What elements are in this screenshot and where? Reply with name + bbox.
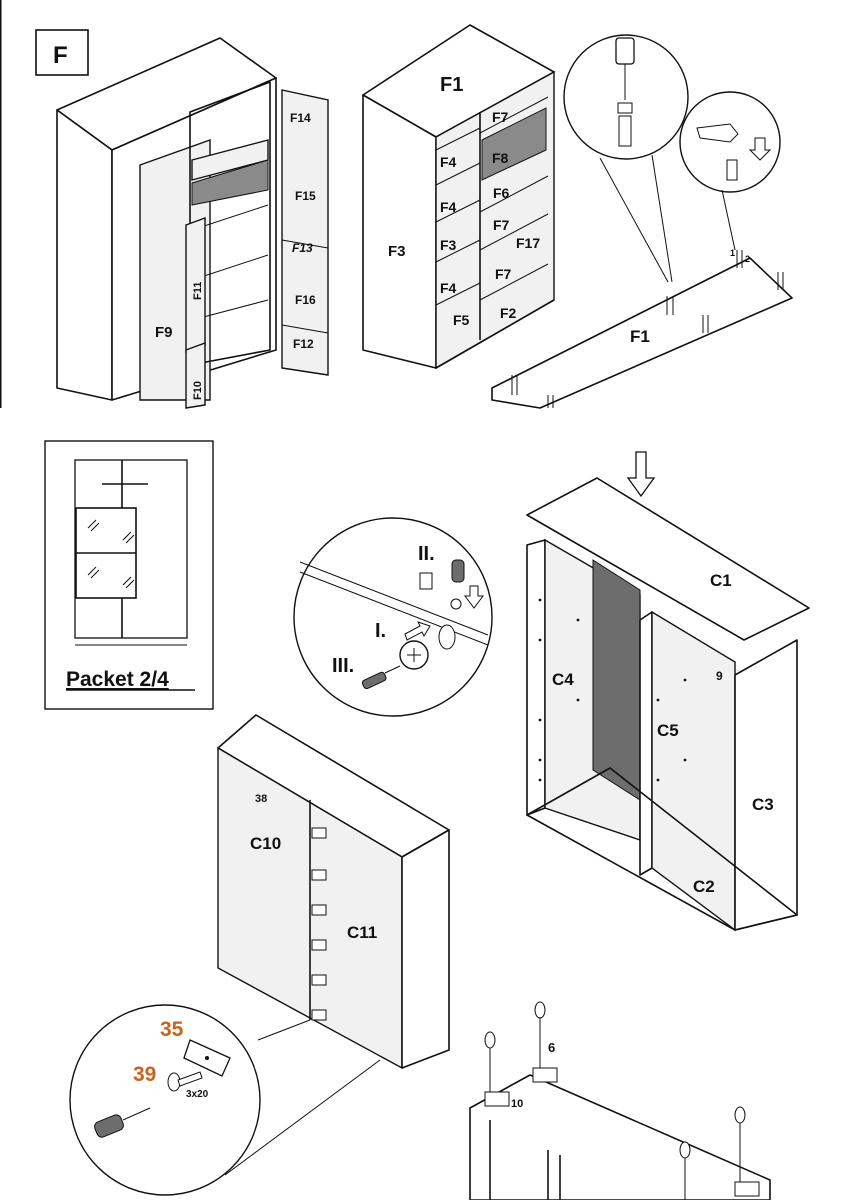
step-i: I. bbox=[375, 620, 386, 642]
dowel-number-1: 1 bbox=[730, 248, 735, 258]
label-f6: F6 bbox=[493, 185, 510, 201]
open-cabinet-illustration bbox=[56, 37, 329, 409]
label-f4-b: F4 bbox=[440, 199, 457, 215]
cam-lock-detail bbox=[293, 517, 493, 717]
label-9: 9 bbox=[716, 669, 723, 683]
label-f3-shelf: F3 bbox=[440, 237, 457, 253]
label-f9: F9 bbox=[155, 324, 173, 341]
label-c2: C2 bbox=[693, 877, 715, 896]
label-f7-top: F7 bbox=[492, 109, 509, 125]
step-ii: II. bbox=[418, 543, 435, 565]
label-f13: F13 bbox=[292, 241, 313, 255]
label-f16: F16 bbox=[295, 293, 316, 307]
step-iii: III. bbox=[332, 655, 354, 677]
label-c5: C5 bbox=[657, 721, 679, 740]
label-c3: C3 bbox=[752, 795, 774, 814]
doors-illustration bbox=[217, 714, 450, 1070]
label-c4: C4 bbox=[552, 670, 574, 689]
label-f10: F10 bbox=[192, 381, 204, 400]
label-f3-side: F3 bbox=[388, 243, 406, 260]
shelving-unit-illustration bbox=[362, 24, 555, 370]
step-label: F bbox=[53, 42, 68, 69]
label-f1-unit: F1 bbox=[440, 74, 463, 96]
part-39: 39 bbox=[133, 1063, 156, 1086]
top-panel-illustration bbox=[491, 34, 793, 409]
handle-hardware-detail bbox=[69, 1004, 381, 1196]
dowel-number-2: 2 bbox=[745, 254, 750, 264]
screw-size: 3x20 bbox=[186, 1089, 209, 1100]
label-f15: F15 bbox=[295, 189, 316, 203]
label-38: 38 bbox=[255, 793, 267, 805]
dowel-marks bbox=[511, 250, 784, 408]
label-6: 6 bbox=[548, 1040, 555, 1055]
label-f4-c: F4 bbox=[440, 280, 457, 296]
label-f7-mid: F7 bbox=[493, 217, 510, 233]
step-label-box: F bbox=[35, 29, 89, 76]
door-hinges bbox=[311, 827, 327, 1021]
part-35: 35 bbox=[160, 1018, 184, 1041]
label-c11: C11 bbox=[347, 923, 377, 942]
label-f17: F17 bbox=[516, 235, 540, 251]
carcass-illustration bbox=[526, 451, 810, 932]
label-f8: F8 bbox=[492, 150, 509, 166]
label-f5: F5 bbox=[453, 312, 470, 328]
label-c1: C1 bbox=[710, 571, 732, 590]
label-f7-low: F7 bbox=[495, 266, 512, 282]
label-f4-a: F4 bbox=[440, 154, 457, 170]
label-f11: F11 bbox=[192, 282, 204, 300]
label-f2: F2 bbox=[500, 305, 517, 321]
packet-box: Packet 2/4 bbox=[44, 440, 214, 710]
label-f1-panel: F1 bbox=[630, 327, 650, 346]
base-feet-illustration bbox=[469, 1001, 771, 1200]
label-c10: C10 bbox=[250, 834, 281, 853]
label-10: 10 bbox=[511, 1098, 523, 1110]
label-f12: F12 bbox=[293, 337, 314, 351]
packet-label: Packet 2/4 bbox=[66, 668, 169, 691]
label-f14: F14 bbox=[290, 111, 311, 125]
